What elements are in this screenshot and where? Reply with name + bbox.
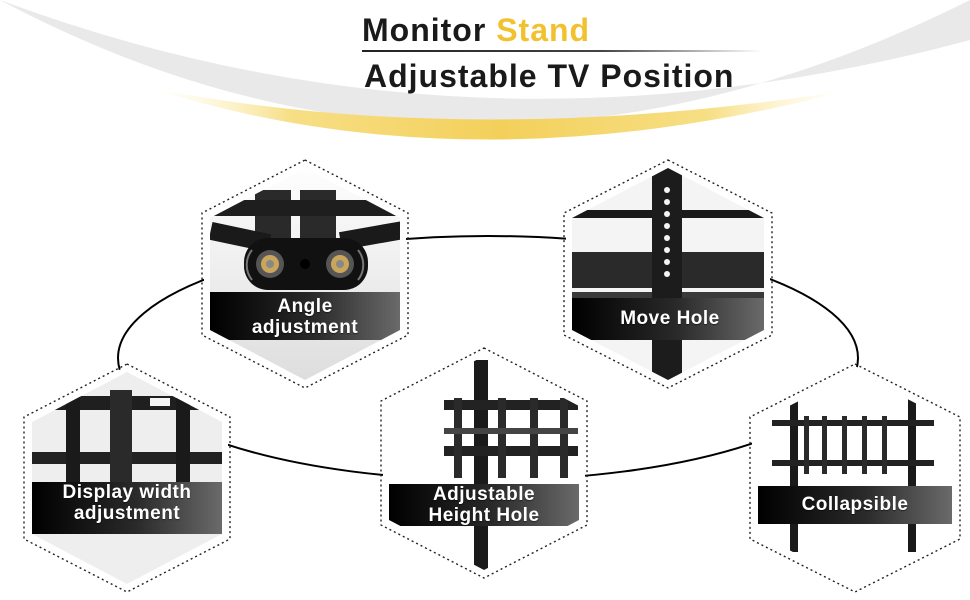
label-bg-move [572, 298, 764, 340]
feature-label-height: Adjustable Height Hole [428, 484, 540, 526]
grey-swoosh [0, 0, 970, 125]
photo-move-hole [572, 168, 764, 380]
label-bg-angle [210, 292, 400, 340]
feature-label-width: Display width adjustment [62, 482, 192, 524]
page-subtitle: Adjustable TV Position [364, 58, 735, 94]
label-bg-width [32, 482, 222, 534]
photo-display-width [32, 372, 222, 584]
hex-outline-angle [201, 159, 409, 389]
page-title: Monitor Stand [362, 12, 590, 49]
photo-angle-adjustment [210, 168, 400, 380]
feature-label-move: Move Hole [620, 308, 720, 329]
yellow-swoosh [150, 88, 850, 140]
photo-collapsible [758, 372, 952, 584]
hex-outline-height [380, 347, 588, 579]
label-bg-height [389, 484, 579, 526]
hex-outline-move [563, 159, 773, 389]
hex-outline-width [23, 363, 231, 593]
title-main: Monitor [362, 12, 487, 48]
photo-height-hole [389, 356, 579, 570]
title-divider [362, 50, 762, 52]
title-accent: Stand [496, 12, 591, 48]
hex-outline-collapse [749, 363, 961, 593]
feature-label-collapse: Collapsible [801, 494, 909, 515]
label-bg-collapse [758, 486, 952, 524]
feature-label-angle: Angle adjustment [251, 296, 359, 338]
